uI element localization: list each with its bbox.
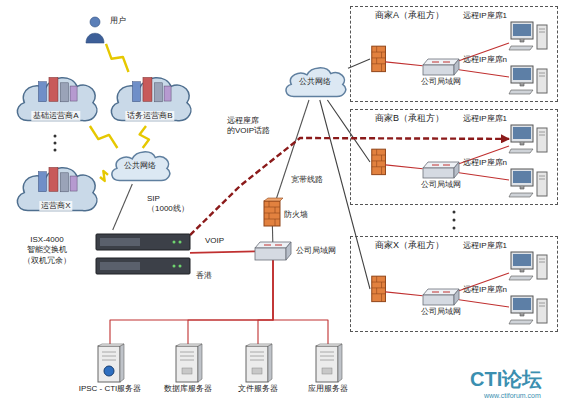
srv-icon [96, 344, 124, 382]
srv-icon [244, 344, 272, 382]
cloud-node: 公共网络 [282, 64, 348, 100]
node-label: 运营商X [39, 201, 72, 211]
wireless-link [106, 44, 129, 72]
seat-node: 远程IP座席1 [509, 124, 549, 154]
sw-icon [423, 289, 459, 305]
edge-label: 远程座席 的VOIP话路 [226, 116, 280, 135]
seat-node: 远程IP座席n [509, 168, 549, 198]
connector [113, 184, 133, 230]
wireless-link [90, 126, 118, 148]
node-label: 公司局域网 [296, 246, 336, 256]
connector [459, 300, 509, 307]
sw-node: 公司局域网 [423, 289, 459, 305]
watermark-url: www.ctiforum.com [484, 392, 541, 399]
connector [348, 59, 370, 68]
sw-node: 公司局域网 [423, 162, 459, 178]
node-label: 公共网络 [299, 77, 331, 87]
srv-icon [174, 344, 202, 382]
connector [272, 226, 273, 242]
place-label: 香港 [196, 270, 212, 281]
node-label: 文件服务器 [238, 384, 278, 394]
connector [258, 260, 273, 344]
sw-icon [255, 242, 291, 260]
box-icon [351, 237, 557, 331]
node-label: 商家A（承租方） [375, 10, 444, 21]
tenant-box: 商家A（承租方）公司局域网远程IP座席1远程IP座席n [350, 6, 558, 102]
cloudB-node: 话务运营商B [106, 72, 194, 126]
seat-node: 远程IP座席1 [509, 21, 549, 51]
cloudB-node: 基础运营商A [12, 72, 100, 126]
node-label: 远程IP座席1 [463, 11, 507, 21]
sw-node: 公司局域网 [255, 242, 291, 260]
node-label: ISX-4000 智能交换机 （双机冗余） [14, 235, 80, 266]
node-label: 公共网络 [124, 161, 156, 171]
seat-node: 远程IP座席1 [509, 251, 549, 281]
seat-icon [509, 124, 549, 154]
box-icon [351, 7, 557, 101]
wireless-link [100, 171, 108, 181]
node-label: 远程IP座席n [463, 285, 507, 295]
node-label: 话务运营商B [125, 111, 174, 121]
wireless-link [140, 126, 149, 148]
seat-node: 远程IP座席n [509, 65, 549, 95]
cloudB-node: 运营商X [12, 162, 100, 216]
edge-label: VOIP [204, 236, 225, 246]
node-label: 数据库服务器 [164, 384, 212, 394]
sw-node: 公司局域网 [423, 59, 459, 75]
connector [459, 173, 509, 180]
node-label: 远程IP座席1 [463, 241, 507, 251]
sw-icon [423, 162, 459, 178]
connector [188, 260, 273, 344]
node-label: 公司局域网 [421, 180, 461, 190]
user-node: 用户 [84, 16, 106, 44]
srv-node: IPSC - CTI服务器 [96, 344, 124, 382]
user-icon [84, 16, 106, 44]
cloud-node: 公共网络 [108, 148, 172, 184]
node-label: 远程IP座席1 [463, 114, 507, 124]
node-label: 公司局域网 [421, 77, 461, 87]
fw-icon [264, 198, 280, 226]
ellipsis-dots [54, 135, 456, 230]
node-label: 远程IP座席n [463, 55, 507, 65]
seat-icon [509, 168, 549, 198]
connector [190, 251, 255, 253]
node-label: 防火墙 [284, 210, 308, 220]
seat-icon [509, 251, 549, 281]
box-icon [351, 110, 557, 204]
seat-icon [509, 21, 549, 51]
connector [459, 70, 509, 77]
watermark: CTI论坛 [470, 366, 542, 393]
isx-node: ISX-4000 智能交换机 （双机冗余） [14, 230, 190, 280]
node-label: 远程IP座席n [463, 158, 507, 168]
seat-node: 远程IP座席n [509, 295, 549, 325]
seat-icon [509, 65, 549, 95]
node-label: 基础运营商A [31, 111, 80, 121]
node-label: 公司局域网 [421, 307, 461, 317]
edge-label: 宽带线路 [290, 175, 324, 185]
srv-icon [314, 344, 342, 382]
connector [320, 100, 370, 289]
node-label: 应用服务器 [308, 384, 348, 394]
srv-node: 文件服务器 [244, 344, 272, 382]
sw-icon [423, 59, 459, 75]
connector [273, 260, 328, 344]
srv-node: 应用服务器 [314, 344, 342, 382]
node-label: 商家B（承租方） [375, 113, 444, 124]
node-label: 用户 [110, 16, 126, 26]
srv-node: 数据库服务器 [174, 344, 202, 382]
seat-icon [509, 295, 549, 325]
fw-node: 防火墙 [264, 198, 280, 226]
node-label: 商家X（承租方） [375, 240, 444, 251]
node-label: IPSC - CTI服务器 [79, 384, 142, 394]
tenant-box: 商家B（承租方）公司局域网远程IP座席1远程IP座席n [350, 109, 558, 205]
edge-label: SIP （1000线） [146, 194, 196, 213]
tenant-box: 商家X（承租方）公司局域网远程IP座席1远程IP座席n [350, 236, 558, 332]
